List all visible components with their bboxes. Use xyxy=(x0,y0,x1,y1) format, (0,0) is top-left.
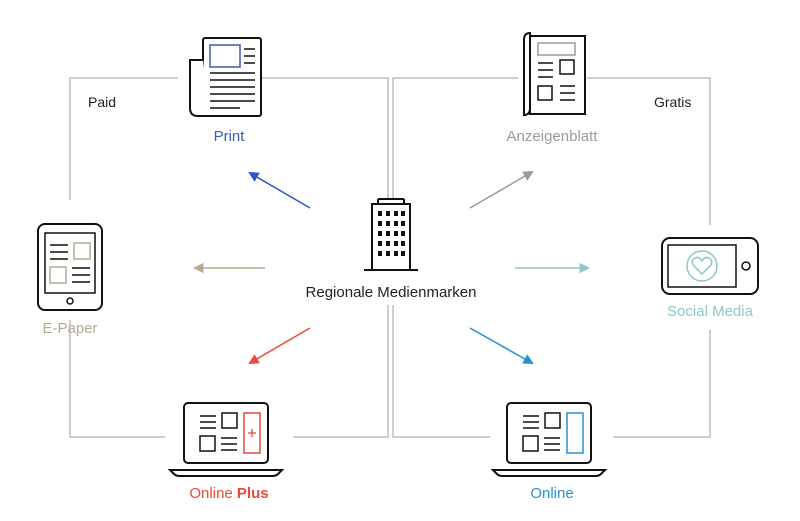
newspaper-icon xyxy=(189,37,262,117)
arrow-to-online-plus xyxy=(248,327,311,365)
online-label: Online xyxy=(530,485,574,502)
frame-line-paid-bottom xyxy=(69,320,165,438)
arrow-to-print xyxy=(248,171,311,209)
arrow-to-anzeigenblatt xyxy=(469,170,534,209)
arrow-to-online xyxy=(469,327,534,365)
phone-icon xyxy=(661,237,759,295)
paid-label: Paid xyxy=(88,94,117,110)
tablet-icon xyxy=(37,223,103,311)
online-plus-label-plus: Plus xyxy=(236,485,269,502)
frame-line-center-left-top xyxy=(262,77,389,200)
frame-line-free-bottom xyxy=(613,330,711,438)
online-plus-label: Online Plus xyxy=(189,485,268,502)
ad-paper-icon xyxy=(523,31,586,117)
laptop-plus-icon xyxy=(167,402,285,477)
social-media-label: Social Media xyxy=(667,303,753,320)
frame-line-center-right-bottom xyxy=(392,305,490,438)
center-label: Regionale Medienmarken xyxy=(305,284,477,301)
online-plus-label-main: Online xyxy=(189,485,233,502)
laptop-icon xyxy=(490,402,608,477)
anzeigenblatt-label: Anzeigenblatt xyxy=(506,128,598,145)
frame-lines xyxy=(69,77,711,438)
gratis-label: Gratis xyxy=(654,94,692,110)
epaper-label: E-Paper xyxy=(42,320,98,337)
building-icon xyxy=(364,198,418,271)
print-label: Print xyxy=(213,128,245,145)
frame-line-center-left-bottom xyxy=(293,305,389,438)
frame-line-free-top xyxy=(587,77,711,225)
frame-line-center-right-top xyxy=(392,77,518,200)
frame-line-paid-top xyxy=(69,77,178,200)
